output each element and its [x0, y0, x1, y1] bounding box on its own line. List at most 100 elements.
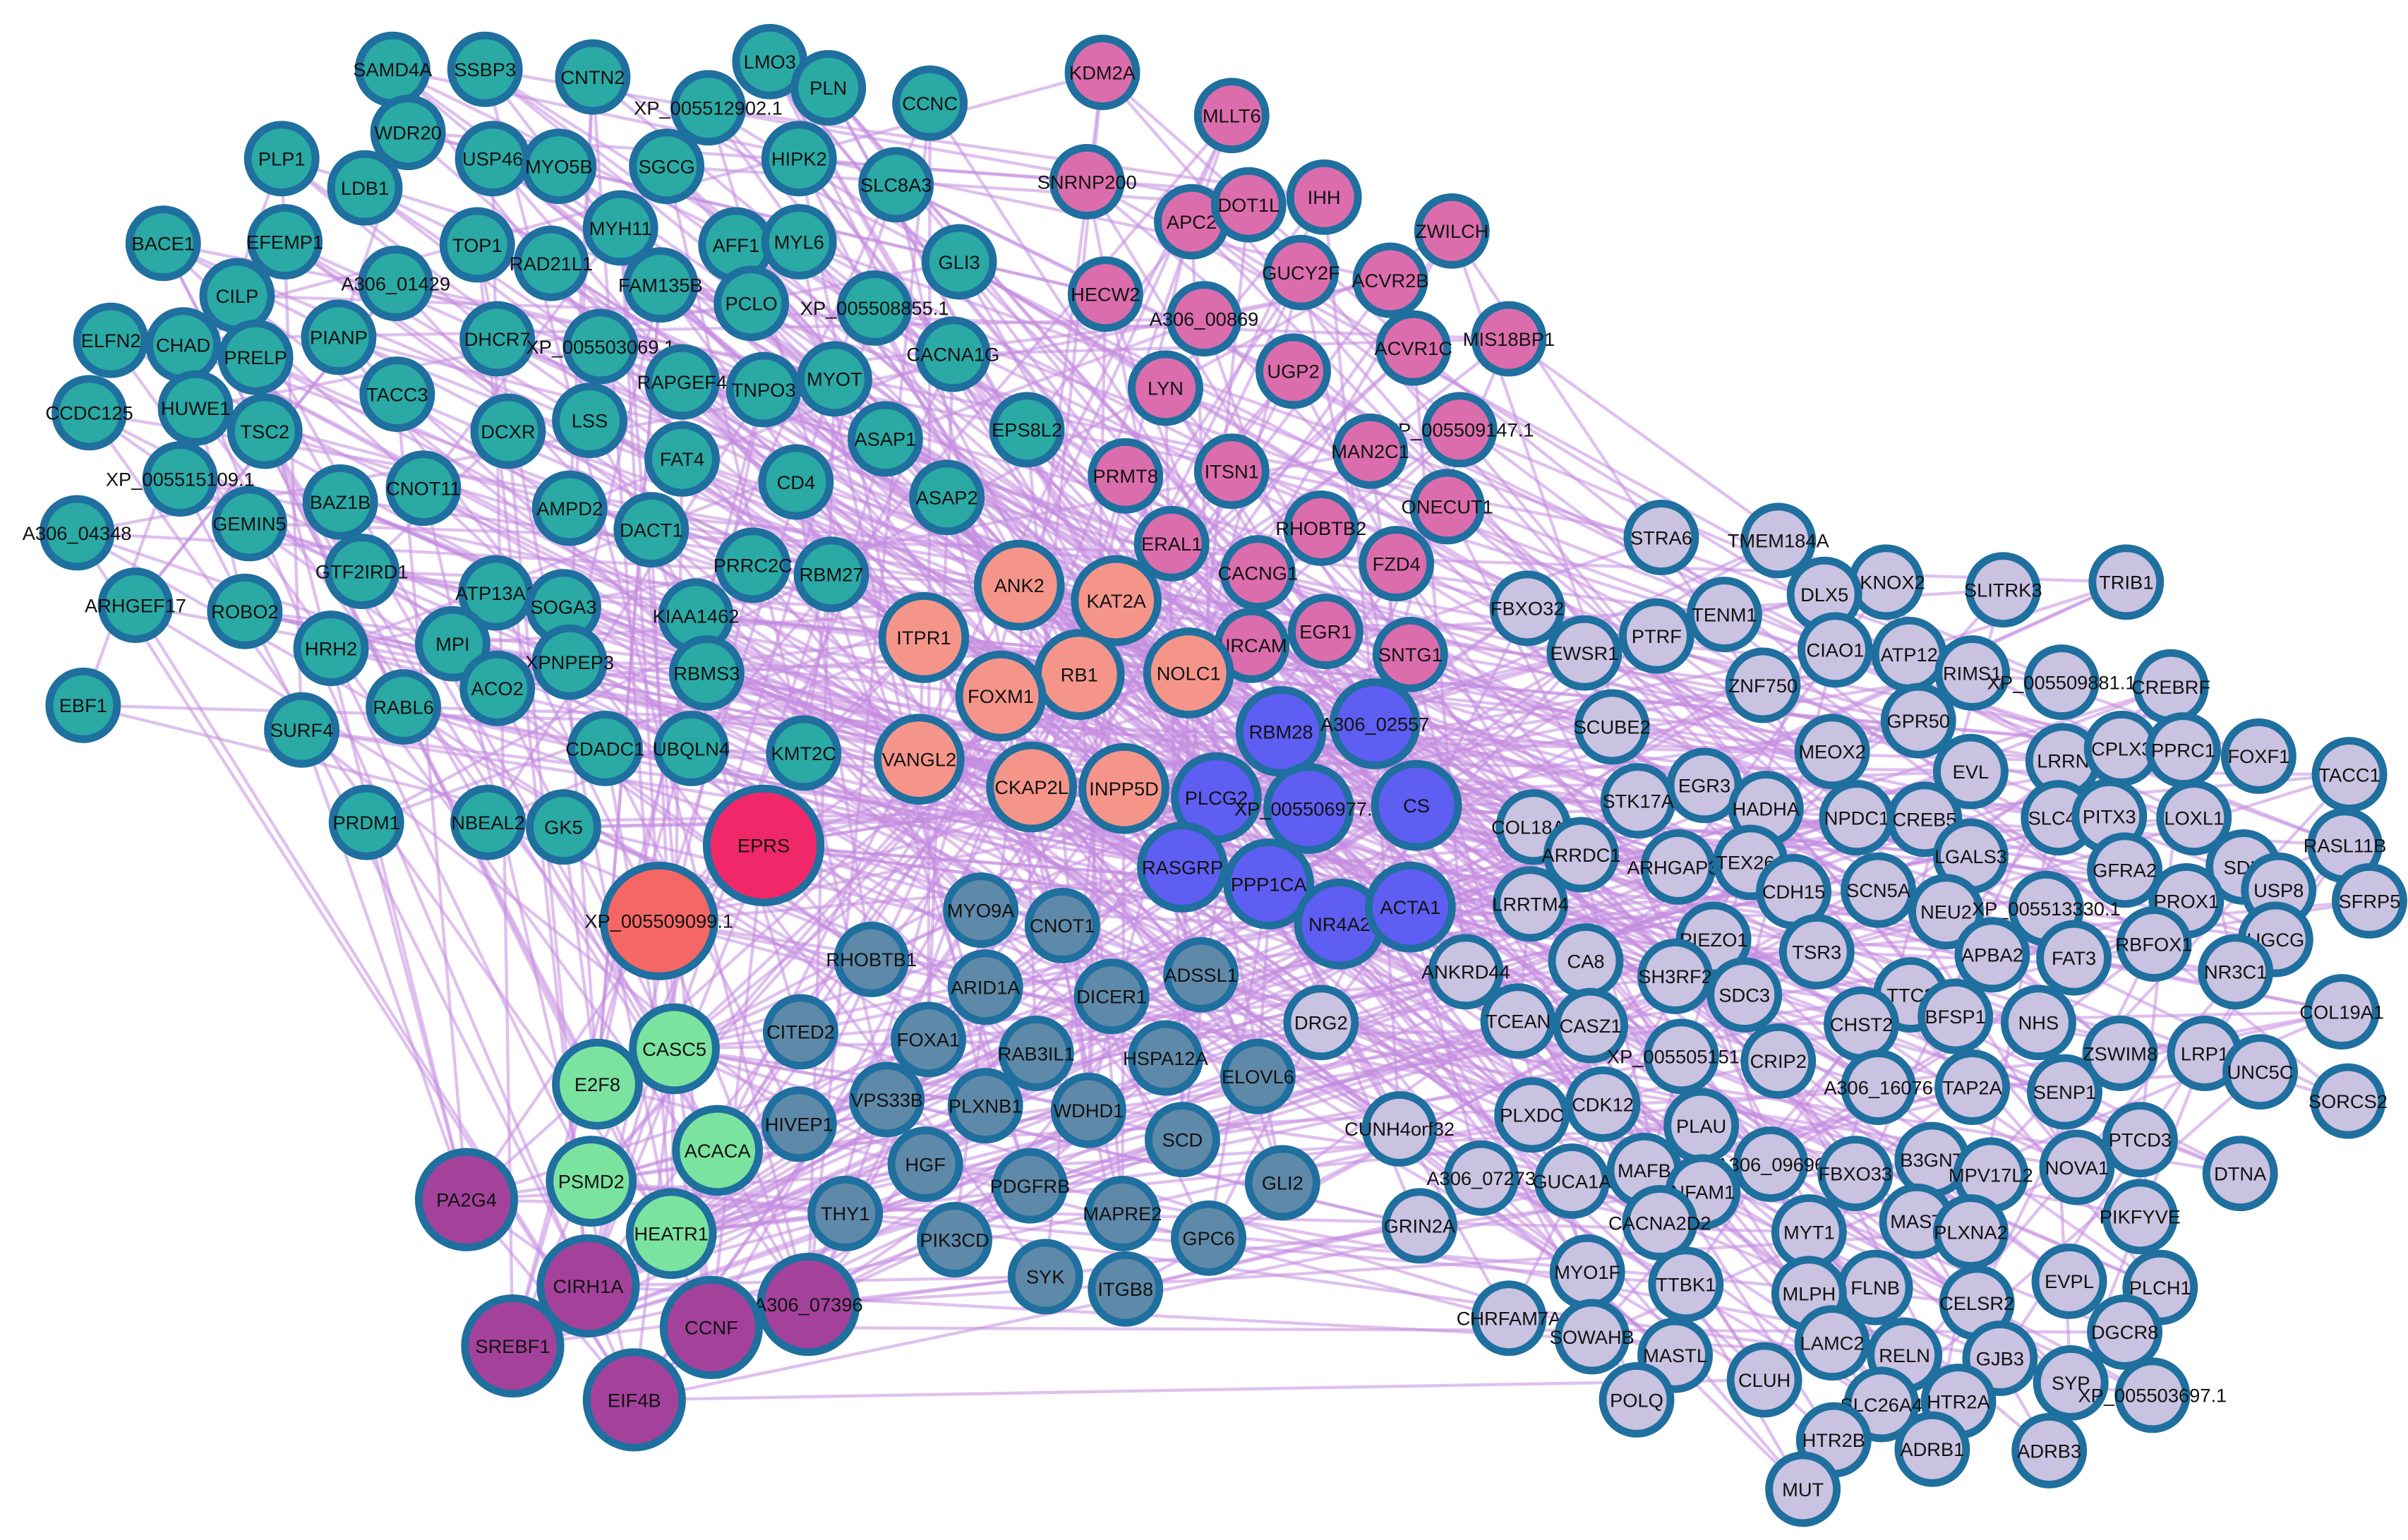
node-circle[interactable]	[358, 246, 434, 321]
node-ampd2[interactable]: AMPD2	[531, 470, 608, 546]
node-circle[interactable]	[1686, 577, 1762, 653]
node-apc2[interactable]: APC2	[1154, 184, 1229, 260]
node-circle[interactable]	[1648, 1246, 1724, 1323]
node-ihh[interactable]: IHH	[1286, 159, 1362, 235]
node-znf750[interactable]: ZNF750	[1725, 647, 1801, 723]
node-nova1[interactable]: NOVA1	[2039, 1129, 2115, 1205]
node-acvr1c[interactable]: ACVR1C	[1374, 310, 1452, 386]
node-psmd2[interactable]: PSMD2	[546, 1136, 637, 1227]
node-srebf1[interactable]: SREBF1	[461, 1294, 565, 1398]
node-rasgrp[interactable]: RASGRP	[1137, 822, 1228, 913]
node-fat4[interactable]: FAT4	[644, 421, 720, 497]
node-foxm1[interactable]: FOXM1	[955, 650, 1047, 742]
node-myh11[interactable]: MYH11	[582, 190, 658, 266]
node-circle[interactable]	[1554, 1299, 1630, 1375]
node-circle[interactable]	[447, 31, 523, 107]
node-thy1[interactable]: THY1	[807, 1175, 884, 1251]
node-circle[interactable]	[892, 65, 968, 141]
node-syp[interactable]: SYP	[2033, 1345, 2109, 1421]
node-ca8[interactable]: CA8	[1548, 923, 1624, 999]
node-nhs[interactable]: NHS	[2000, 985, 2076, 1061]
node-asap1[interactable]: ASAP1	[847, 401, 923, 477]
node-stk17a[interactable]: STK17A	[1600, 763, 1676, 839]
node-mis18bp1[interactable]: MIS18BP1	[1463, 301, 1555, 377]
node-ank2[interactable]: ANK2	[973, 539, 1065, 631]
node-circle[interactable]	[2220, 718, 2296, 794]
node-crebrf[interactable]: CREBRF	[2131, 649, 2210, 725]
node-circle[interactable]	[1798, 612, 1873, 688]
node-efemp1[interactable]: EFEMP1	[246, 204, 323, 280]
node-circle[interactable]	[2000, 985, 2076, 1061]
node-cilp[interactable]: CILP	[199, 258, 275, 334]
node-circle[interactable]	[39, 495, 115, 571]
node-xp-005505151-1[interactable]: XP_005505151.1	[1607, 1018, 1756, 1095]
node-tcean[interactable]: TCEAN	[1480, 983, 1556, 1059]
node-circle[interactable]	[1640, 829, 1716, 905]
node-ttbk1[interactable]: TTBK1	[1648, 1246, 1724, 1323]
node-circle[interactable]	[125, 205, 201, 282]
node-circle[interactable]	[796, 341, 872, 417]
node-cited2[interactable]: CITED2	[762, 994, 838, 1070]
node-man2c1[interactable]: MAN2C1	[1331, 413, 1409, 489]
node-baz1b[interactable]: BAZ1B	[302, 464, 378, 540]
node-prmt8[interactable]: PRMT8	[1088, 438, 1164, 514]
node-circle[interactable]	[2011, 1412, 2088, 1488]
node-ccnf[interactable]: CCNF	[659, 1275, 763, 1379]
node-circle[interactable]	[761, 121, 837, 197]
node-nolc1[interactable]: NOLC1	[1143, 627, 1234, 718]
node-rbm27[interactable]: RBM27	[793, 536, 869, 613]
node-circle[interactable]	[142, 441, 218, 517]
node-circle[interactable]	[1364, 861, 1456, 953]
node-circle[interactable]	[552, 1038, 643, 1130]
node-circle[interactable]	[659, 1275, 763, 1379]
node-circle[interactable]	[1286, 159, 1362, 235]
node-wdhd1[interactable]: WDHD1	[1050, 1072, 1126, 1148]
node-gjb3[interactable]: GJB3	[1962, 1321, 2038, 1396]
node-circle[interactable]	[2304, 974, 2380, 1050]
node-circle[interactable]	[301, 299, 377, 375]
node-circle[interactable]	[1352, 242, 1428, 318]
node-slc8a3[interactable]: SLC8A3	[858, 147, 934, 223]
node-e2f8[interactable]: E2F8	[552, 1038, 643, 1130]
node-rb1[interactable]: RB1	[1033, 629, 1125, 721]
node-nbeal2[interactable]: NBEAL2	[450, 784, 526, 860]
node-circle[interactable]	[807, 1175, 884, 1251]
node-circle[interactable]	[921, 224, 997, 300]
node-circle[interactable]	[1371, 759, 1462, 851]
node-circle[interactable]	[992, 1148, 1068, 1224]
node-gucy2f[interactable]: GUCY2F	[1262, 234, 1340, 311]
node-circle[interactable]	[2102, 1179, 2178, 1255]
node-circle[interactable]	[1471, 1280, 1547, 1356]
node-huwe1[interactable]: HUWE1	[157, 370, 234, 446]
node-circle[interactable]	[1381, 1188, 1457, 1264]
node-foxf1[interactable]: FOXF1	[2220, 718, 2296, 794]
node-circle[interactable]	[1145, 1102, 1220, 1178]
node-grin2a[interactable]: GRIN2A	[1381, 1188, 1457, 1264]
node-a306-02557[interactable]: A306_02557	[1320, 678, 1430, 769]
node-loxl1[interactable]: LOXL1	[2156, 780, 2232, 856]
node-ebf1[interactable]: EBF1	[45, 667, 121, 743]
node-circle[interactable]	[1618, 598, 1694, 674]
node-circle[interactable]	[1263, 234, 1339, 311]
node-circle[interactable]	[45, 667, 121, 743]
node-circle[interactable]	[1471, 301, 1547, 377]
node-tsc2[interactable]: TSC2	[227, 393, 303, 469]
node-circle[interactable]	[1918, 978, 1994, 1054]
node-plxdc[interactable]: PLXDC	[1494, 1077, 1570, 1153]
node-circle[interactable]	[562, 308, 639, 385]
node-dcxr[interactable]: DCXR	[470, 393, 546, 469]
node-circle[interactable]	[1128, 1020, 1203, 1096]
node-circle[interactable]	[1841, 852, 1916, 928]
node-hspa12a[interactable]: HSPA12A	[1123, 1020, 1209, 1096]
node-apba2[interactable]: APBA2	[1954, 917, 2030, 993]
node-acta1[interactable]: ACTA1	[1364, 861, 1456, 953]
node-chad[interactable]: CHAD	[145, 307, 222, 383]
node-circle[interactable]	[833, 921, 910, 997]
node-bace1[interactable]: BACE1	[125, 205, 201, 282]
node-myl6[interactable]: MYL6	[761, 204, 837, 280]
node-circle[interactable]	[1543, 817, 1619, 893]
node-dot1l[interactable]: DOT1L	[1210, 167, 1287, 243]
node-circle[interactable]	[2156, 780, 2232, 856]
node-pclo[interactable]: PCLO	[714, 265, 790, 342]
node-circle[interactable]	[672, 1105, 763, 1196]
